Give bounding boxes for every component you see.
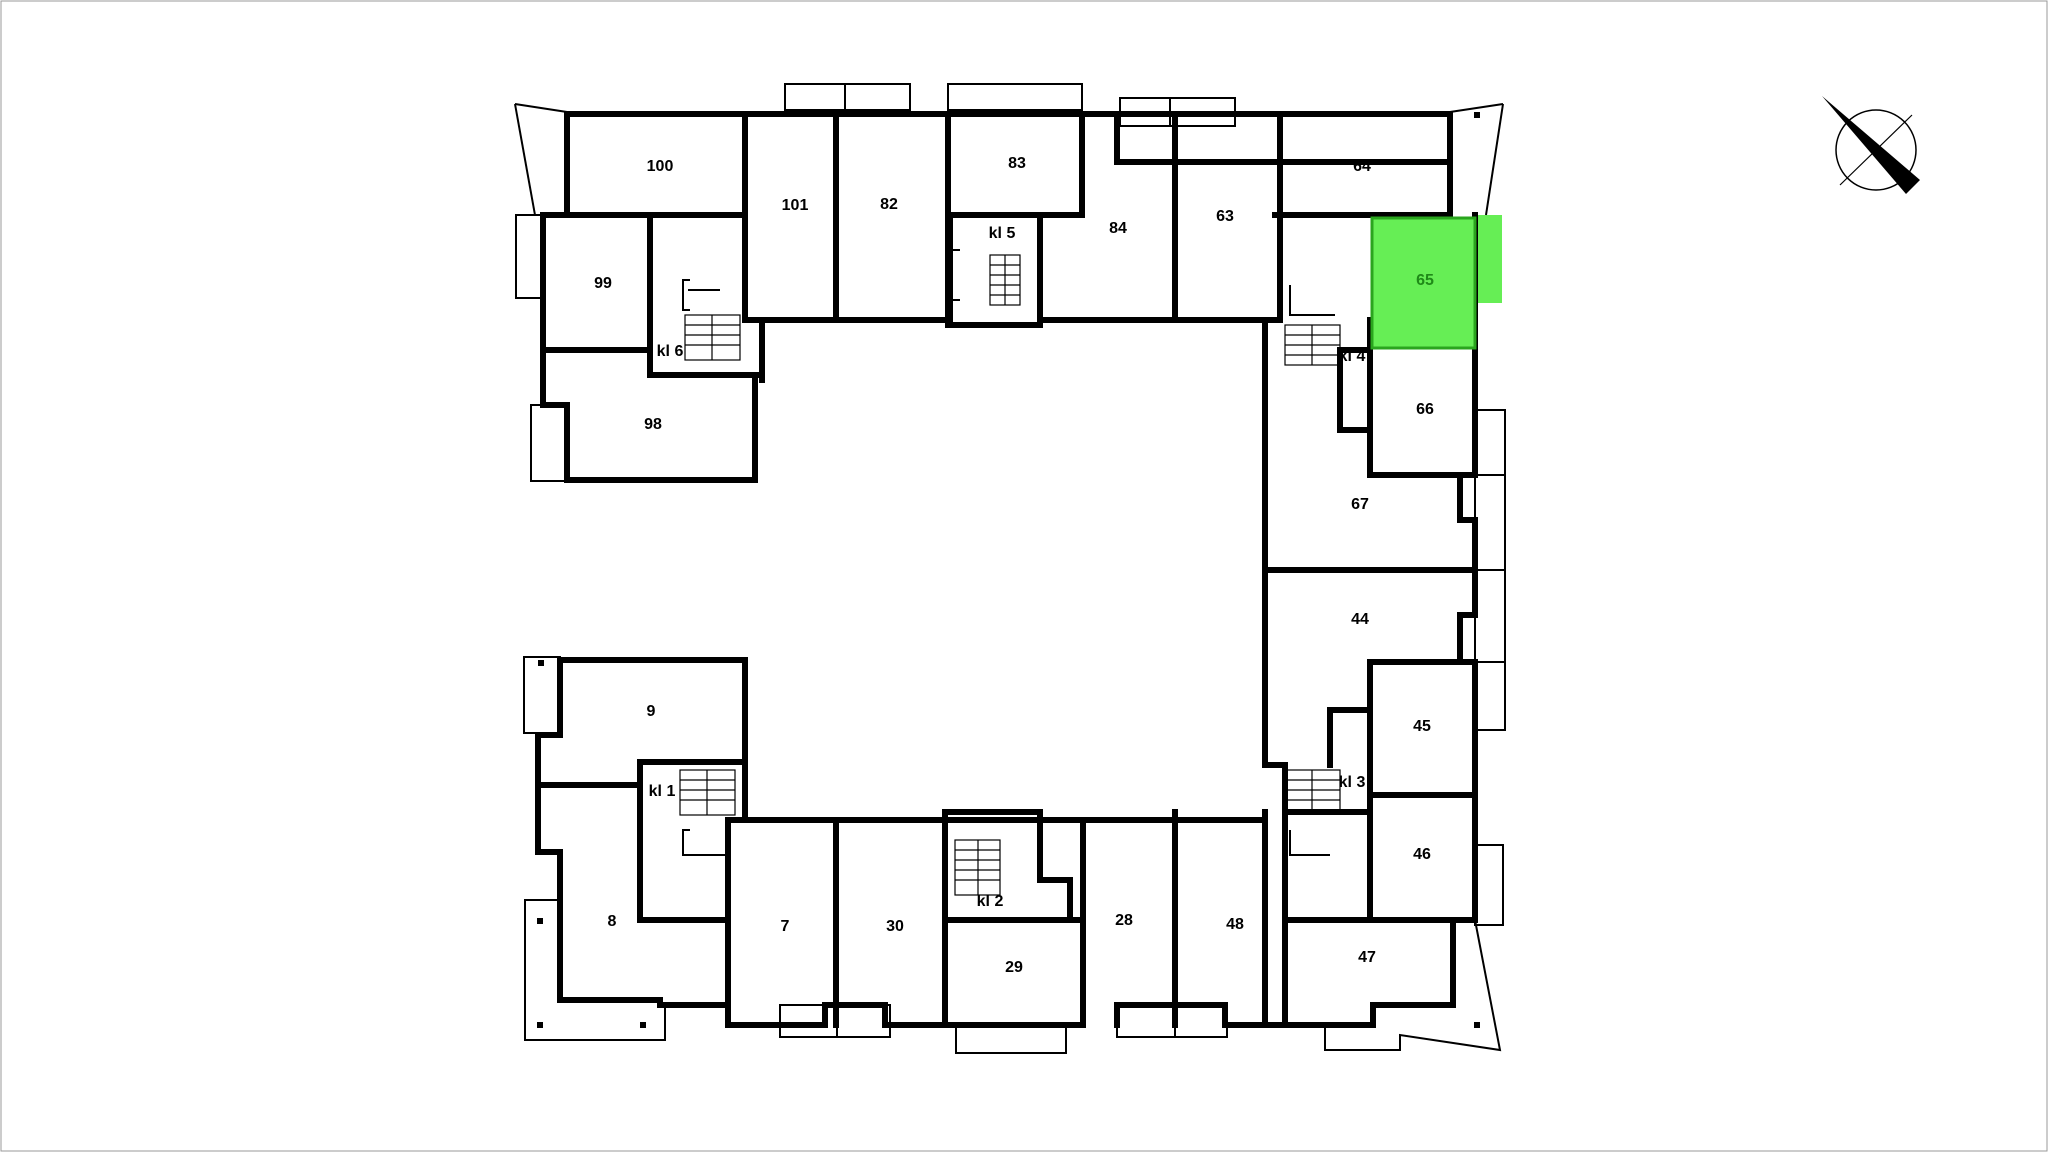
unit-label: 99 bbox=[594, 275, 612, 292]
unit-47[interactable]: 47 bbox=[1288, 923, 1450, 1022]
unit-label: 9 bbox=[647, 703, 656, 720]
unit-45[interactable]: 45 bbox=[1373, 665, 1472, 792]
stairwell-label-kl4: kl 4 bbox=[1339, 348, 1366, 365]
unit-44[interactable]: 44 bbox=[1268, 573, 1457, 673]
unit-label: 8 bbox=[608, 913, 617, 930]
unit-83[interactable]: 83 bbox=[951, 117, 1079, 212]
unit-100[interactable]: 100 bbox=[570, 117, 742, 212]
unit-64[interactable]: 64 bbox=[1283, 117, 1447, 212]
unit-9[interactable]: 9 bbox=[563, 663, 742, 782]
unit-label: 65 bbox=[1416, 272, 1434, 289]
unit-label: 28 bbox=[1115, 912, 1133, 929]
unit-label: 7 bbox=[781, 918, 790, 935]
southwest-wing bbox=[523, 656, 748, 1041]
unit-7[interactable]: 7 bbox=[731, 823, 833, 1022]
south-wing bbox=[725, 809, 1288, 1054]
unit-66[interactable]: 66 bbox=[1373, 351, 1472, 472]
unit-28[interactable]: 28 bbox=[1086, 823, 1172, 1022]
unit-label: 83 bbox=[1008, 155, 1026, 172]
unit-area[interactable] bbox=[1288, 923, 1450, 1022]
stairwell-label-kl6: kl 6 bbox=[657, 343, 684, 360]
north-arrow-icon bbox=[1822, 96, 1920, 194]
southeast-wing bbox=[1262, 809, 1502, 1052]
unit-48[interactable]: 48 bbox=[1178, 823, 1262, 1022]
unit-label: 64 bbox=[1353, 158, 1371, 175]
unit-46[interactable]: 46 bbox=[1373, 798, 1472, 917]
unit-label: 47 bbox=[1358, 949, 1376, 966]
unit-99[interactable]: 99 bbox=[546, 218, 647, 347]
unit-label: 29 bbox=[1005, 959, 1023, 976]
unit-84[interactable]: 84 bbox=[1043, 117, 1172, 317]
balcony-markers bbox=[537, 112, 1480, 1028]
stairwell-label-kl5: kl 5 bbox=[989, 225, 1016, 242]
stair-details bbox=[679, 249, 1341, 896]
unit-label: 48 bbox=[1226, 916, 1244, 933]
stairwell-label-kl1: kl 1 bbox=[649, 783, 676, 800]
unit-82[interactable]: 82 bbox=[839, 117, 945, 317]
northwest-wing bbox=[515, 212, 765, 483]
unit-30[interactable]: 30 bbox=[839, 823, 942, 1022]
unit-area[interactable] bbox=[748, 117, 833, 317]
stairwell-label-kl2: kl 2 bbox=[977, 893, 1004, 910]
unit-label: 63 bbox=[1216, 208, 1234, 225]
unit-area[interactable] bbox=[1043, 117, 1172, 317]
unit-63[interactable]: 63 bbox=[1178, 117, 1277, 317]
unit-label: 30 bbox=[886, 918, 904, 935]
unit-area[interactable] bbox=[1268, 433, 1472, 567]
unit-label: 46 bbox=[1413, 846, 1431, 863]
unit-label: 66 bbox=[1416, 401, 1434, 418]
unit-label: 84 bbox=[1109, 220, 1127, 237]
unit-label: 100 bbox=[647, 158, 674, 175]
selected-unit-balcony bbox=[1475, 215, 1502, 303]
unit-label: 67 bbox=[1351, 496, 1369, 513]
unit-area[interactable] bbox=[839, 117, 945, 317]
unit-area[interactable] bbox=[563, 855, 725, 997]
unit-area[interactable] bbox=[1370, 216, 1477, 350]
unit-label: 82 bbox=[880, 196, 898, 213]
unit-65[interactable]: 65 bbox=[1370, 216, 1477, 350]
unit-101[interactable]: 101 bbox=[748, 117, 833, 317]
unit-8[interactable]: 8 bbox=[563, 855, 725, 997]
unit-area[interactable] bbox=[1178, 823, 1262, 1022]
unit-label: 45 bbox=[1413, 718, 1431, 735]
east-wing bbox=[1262, 212, 1506, 926]
unit-67[interactable]: 67 bbox=[1268, 433, 1472, 567]
north-wing bbox=[514, 83, 1504, 383]
stairwell-label-kl3: kl 3 bbox=[1339, 774, 1366, 791]
unit-29[interactable]: 29 bbox=[948, 923, 1080, 1022]
unit-label: 44 bbox=[1351, 611, 1369, 628]
unit-area[interactable] bbox=[563, 663, 742, 782]
unit-label: 98 bbox=[644, 416, 662, 433]
unit-label: 101 bbox=[782, 197, 809, 214]
unit-98[interactable]: 98 bbox=[570, 378, 752, 477]
